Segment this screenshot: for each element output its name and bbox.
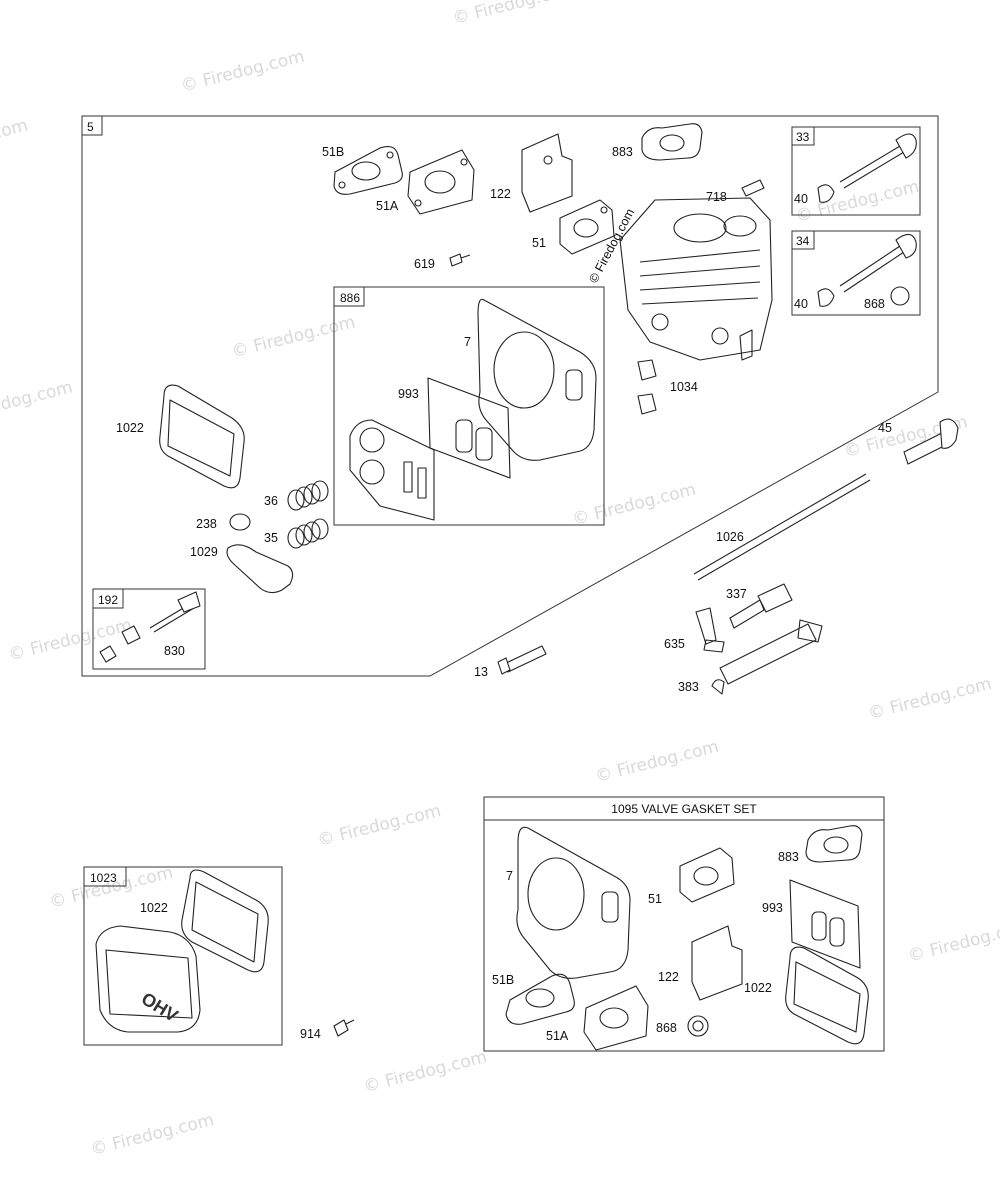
subbox-886: 886 xyxy=(333,286,605,526)
set-label-1022: 1022 xyxy=(744,981,772,995)
label-883: 883 xyxy=(612,145,633,159)
spring-36 xyxy=(287,480,329,511)
gasket-883 xyxy=(641,123,703,161)
bolt-13 xyxy=(497,645,547,675)
watermark: © Firedog.com xyxy=(866,674,994,724)
label-914: 914 xyxy=(300,1027,321,1041)
watermark: © Firedog.com xyxy=(593,737,721,787)
label-383: 383 xyxy=(678,680,699,694)
set-label-868: 868 xyxy=(656,1021,677,1035)
pushrod-1026 xyxy=(693,473,871,581)
label-993: 993 xyxy=(398,387,419,401)
clips-1034 xyxy=(637,359,657,415)
watermark: © Firedog.com xyxy=(0,115,30,165)
watermark: © Firedog.com xyxy=(179,47,307,97)
label-1029: 1029 xyxy=(190,545,218,559)
gasket-1022 xyxy=(159,384,245,489)
label-718: 718 xyxy=(706,190,727,204)
watermark: © Firedog.com xyxy=(906,916,1000,966)
label-51b: 51B xyxy=(322,145,344,159)
cap-238 xyxy=(229,513,251,531)
elbow-635 xyxy=(695,607,725,653)
cover-box-1023: 1023 OHV xyxy=(83,866,283,1046)
subbox-33: 33 xyxy=(791,126,921,216)
assembly-box-id: 5 xyxy=(87,120,94,134)
label-13: 13 xyxy=(474,665,488,679)
set-label-993: 993 xyxy=(762,901,783,915)
watermark: © Firedog.com xyxy=(230,312,358,362)
subbox-886-id: 886 xyxy=(340,291,360,305)
set-label-51: 51 xyxy=(648,892,662,906)
subbox-34-id: 34 xyxy=(796,234,810,248)
watermark: © Firedog.com xyxy=(361,1047,489,1097)
subbox-33-id: 33 xyxy=(796,130,810,144)
label-36: 36 xyxy=(264,494,278,508)
label-34-40: 40 xyxy=(794,297,808,311)
label-337: 337 xyxy=(726,587,747,601)
label-cover-1022: 1022 xyxy=(140,901,168,915)
spark-plug-337 xyxy=(729,583,793,629)
set-label-51b: 51B xyxy=(492,973,514,987)
gasket-51 xyxy=(559,199,615,255)
label-122: 122 xyxy=(490,187,511,201)
set-label-122: 122 xyxy=(658,970,679,984)
watermark: © Firedog.com xyxy=(451,0,579,29)
label-868: 868 xyxy=(864,297,885,311)
watermark: © Firedog.com xyxy=(6,615,134,665)
watermark: © Firedog.com xyxy=(89,1110,217,1160)
set-label-51a: 51A xyxy=(546,1029,569,1043)
label-51: 51 xyxy=(532,236,546,250)
gasket-set-title: 1095 VALVE GASKET SET xyxy=(611,802,757,816)
cover-box-id: 1023 xyxy=(90,871,117,885)
gasket-51b xyxy=(333,146,403,195)
assembly-frame: 5 xyxy=(81,115,939,677)
watermark: © Firedog.com xyxy=(570,480,698,530)
subbox-192-id: 192 xyxy=(98,593,118,607)
pin-718 xyxy=(741,179,765,197)
gasket-51a xyxy=(407,149,475,215)
screw-619 xyxy=(449,253,471,267)
spring-35 xyxy=(287,518,329,549)
label-51a: 51A xyxy=(376,199,399,213)
subbox-192: 192 xyxy=(92,588,206,670)
label-830: 830 xyxy=(164,644,185,658)
label-619: 619 xyxy=(414,257,435,271)
label-1026: 1026 xyxy=(716,530,744,544)
label-7: 7 xyxy=(464,335,471,349)
screw-914 xyxy=(333,1019,355,1037)
center-watermark: © Firedog.com xyxy=(586,206,637,285)
watermark: © Firedog.com xyxy=(794,177,922,227)
label-635: 635 xyxy=(664,637,685,651)
set-label-7: 7 xyxy=(506,869,513,883)
lifter-45 xyxy=(903,418,959,465)
watermark: © Firedog.com xyxy=(316,801,444,851)
label-238: 238 xyxy=(196,517,217,531)
plate-122 xyxy=(521,133,573,213)
handle-383 xyxy=(711,619,823,695)
label-45: 45 xyxy=(878,421,892,435)
label-33-40: 40 xyxy=(794,192,808,206)
set-label-883: 883 xyxy=(778,850,799,864)
gasket-set-box: 1095 VALVE GASKET SET xyxy=(483,796,885,1052)
subbox-34: 34 xyxy=(791,230,921,316)
label-35: 35 xyxy=(264,531,278,545)
label-1022: 1022 xyxy=(116,421,144,435)
cylinder-head xyxy=(619,197,773,361)
label-1034: 1034 xyxy=(670,380,698,394)
rocker-1029 xyxy=(226,544,294,594)
watermark: © Firedog.com xyxy=(0,377,75,427)
